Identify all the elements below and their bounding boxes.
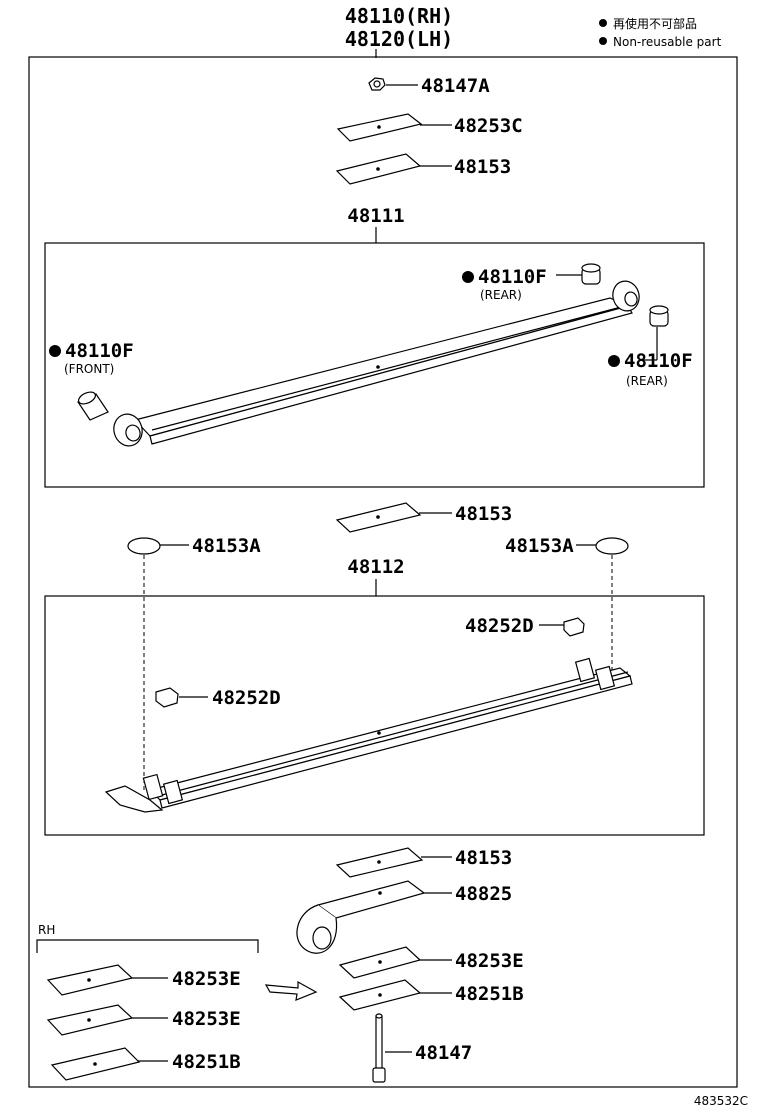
- note-front: (FRONT): [64, 362, 114, 376]
- pad-48153A-left[interactable]: [127, 537, 161, 555]
- bushing-48110F-front[interactable]: [77, 390, 109, 421]
- part-48253E-main[interactable]: 48253E: [455, 950, 524, 972]
- nut-48147A[interactable]: [368, 77, 386, 91]
- plate-hole: [378, 993, 382, 997]
- plate-hole: [376, 515, 380, 519]
- bushing-48110F-rear-1[interactable]: [581, 263, 601, 285]
- helper-leaf-48825[interactable]: [296, 880, 426, 954]
- legend-line-2: Non-reusable part: [613, 35, 722, 49]
- part-48252D-left[interactable]: 48252D: [212, 687, 281, 709]
- leaf-spring-48111[interactable]: [110, 278, 642, 449]
- part-48153-mid[interactable]: 48153: [455, 503, 512, 525]
- non-reusable-dot-icon: [608, 355, 620, 367]
- part-48253E-rh-1[interactable]: 48253E: [172, 968, 241, 990]
- non-reusable-dot-icon: [599, 37, 607, 45]
- part-48153-low[interactable]: 48153: [455, 847, 512, 869]
- plate-hole: [377, 125, 381, 129]
- legend-line-1: 再使用不可部品: [613, 16, 697, 31]
- part-48252D-right[interactable]: 48252D: [465, 615, 534, 637]
- part-48110F-front[interactable]: 48110F: [65, 340, 134, 362]
- plate-hole: [93, 1062, 97, 1066]
- non-reusable-dot-icon: [49, 345, 61, 357]
- part-48253E-rh-2[interactable]: 48253E: [172, 1008, 241, 1030]
- diagram-id: 483532C: [694, 1094, 748, 1108]
- outer-frame: [28, 56, 738, 1088]
- plate-hole: [87, 1018, 91, 1022]
- note-rear-2: (REAR): [626, 374, 668, 388]
- clip-48252D-right[interactable]: [563, 617, 585, 637]
- part-48110F-rear-1[interactable]: 48110F: [478, 266, 547, 288]
- pad-48153A-right[interactable]: [595, 537, 629, 555]
- part-48825[interactable]: 48825: [455, 883, 512, 905]
- plate-hole: [376, 167, 380, 171]
- part-48251B-main[interactable]: 48251B: [455, 983, 524, 1005]
- part-48112[interactable]: 48112: [347, 556, 404, 578]
- plate-hole: [378, 960, 382, 964]
- clip-48252D-left[interactable]: [155, 687, 179, 708]
- leaf-spring-48112[interactable]: [104, 657, 633, 813]
- assembly-number-rh[interactable]: 48110(RH): [345, 4, 453, 28]
- leaf-spring-1-box: [44, 242, 705, 488]
- part-48111[interactable]: 48111: [347, 205, 404, 227]
- part-48153-top[interactable]: 48153: [454, 156, 511, 178]
- leaf-spring-2-box: [44, 595, 705, 836]
- rh-group-label: RH: [38, 923, 55, 937]
- part-48253C[interactable]: 48253C: [454, 115, 523, 137]
- part-48147A[interactable]: 48147A: [421, 75, 490, 97]
- note-rear-1: (REAR): [480, 288, 522, 302]
- non-reusable-dot-icon: [599, 19, 607, 27]
- part-48251B-rh[interactable]: 48251B: [172, 1051, 241, 1073]
- part-48153A-right[interactable]: 48153A: [505, 535, 574, 557]
- plate-hole: [87, 978, 91, 982]
- non-reusable-dot-icon: [462, 271, 474, 283]
- assembly-number-lh[interactable]: 48120(LH): [345, 27, 453, 51]
- part-48147[interactable]: 48147: [415, 1042, 472, 1064]
- part-48153A-left[interactable]: 48153A: [192, 535, 261, 557]
- plate-hole: [377, 860, 381, 864]
- bolt-48147[interactable]: [372, 1013, 386, 1083]
- part-48110F-rear-2[interactable]: 48110F: [624, 350, 693, 372]
- bushing-48110F-rear-2[interactable]: [649, 305, 669, 327]
- replacement-arrow-icon: [264, 980, 318, 1001]
- rh-group-bracket: [36, 939, 259, 953]
